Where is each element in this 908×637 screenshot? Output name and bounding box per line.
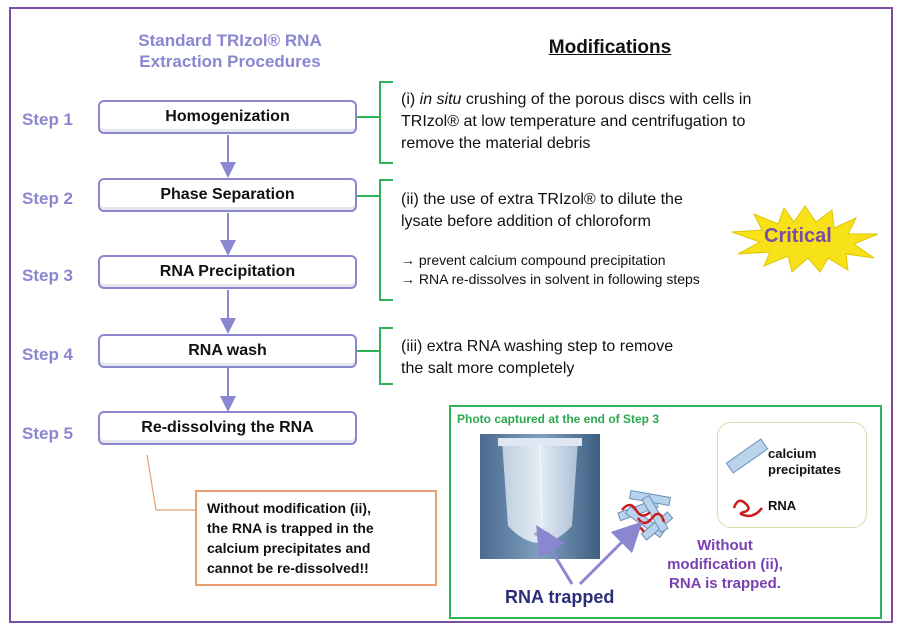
bracket-step2-3 [379,179,393,301]
step-3-box: RNA Precipitation [98,255,357,289]
rna-icon [732,499,763,518]
mod1-line2: TRIzol® at low temperature and centrifug… [401,113,746,130]
legend-calcium-label: calcium precipitates [768,446,841,478]
mod1-line1-rest: crushing of the porous discs with cells … [461,91,752,108]
modification-2-bullets: → prevent calcium compound precipitation… [401,251,821,289]
critical-starburst [731,205,879,273]
note-line-3: calcium precipitates and [207,540,371,556]
note-pointer [146,454,195,511]
without-line-1: Without [697,537,753,554]
legend-calcium-line-2: precipitates [768,462,841,477]
calcium-precipitate-icon [725,438,769,474]
bracket-step4 [379,327,393,385]
photo-caption: Photo captured at the end of Step 3 [457,412,660,426]
step-5-label: Step 5 [22,424,74,443]
rna-trapped-label: RNA trapped [505,587,615,607]
mod2-bullet2: → RNA re-dissolves in solvent in followi… [401,271,700,287]
step-4-box: RNA wash [98,334,357,368]
left-title: Standard TRIzol® RNA Extraction Procedur… [95,30,365,72]
precipitate-cluster [617,490,674,541]
warning-note: Without modification (ii), the RNA is tr… [195,490,437,586]
critical-label: Critical [764,225,832,247]
left-title-line-1: Standard TRIzol® RNA [138,31,322,50]
without-line-2: modification (ii), [667,556,783,573]
mod1-prefix: (i) [401,91,420,108]
bracket-step1 [379,81,393,164]
modifications-title: Modifications [548,37,672,58]
modification-1: (i) in situ crushing of the porous discs… [401,89,861,155]
legend-calcium-line-1: calcium [768,446,817,461]
legend-box [717,422,867,528]
note-line-1: Without modification (ii), [207,500,371,516]
mod3-line2: the salt more completely [401,360,575,377]
mod1-italic: in situ [419,91,462,108]
step-2-label: Step 2 [22,189,74,208]
step-5-box: Re-dissolving the RNA [98,411,357,445]
step-2-box: Phase Separation [98,178,357,212]
mod2-bullet1: → prevent calcium compound precipitation [401,252,666,268]
mod1-line3: remove the material debris [401,135,591,152]
step-4-label: Step 4 [22,345,74,364]
step-1-label: Step 1 [22,110,74,129]
left-title-line-2: Extraction Procedures [139,52,321,71]
mod3-line1: (iii) extra RNA washing step to remove [401,338,674,355]
note-line-2: the RNA is trapped in the [207,520,374,536]
step-1-box: Homogenization [98,100,357,134]
without-modification-text: Without modification (ii), RNA is trappe… [655,536,795,593]
modification-2: (ii) the use of extra TRIzol® to dilute … [401,189,801,233]
note-line-4: cannot be re-dissolved!! [207,560,369,576]
step-3-label: Step 3 [22,266,74,285]
mod2-line1: (ii) the use of extra TRIzol® to dilute … [401,191,683,208]
photo-panel [449,405,882,619]
mod2-line2: lysate before addition of chloroform [401,213,651,230]
without-line-3: RNA is trapped. [669,575,781,592]
legend-rna-label: RNA [768,498,797,513]
figure-frame [9,7,893,623]
modification-3: (iii) extra RNA washing step to remove t… [401,336,801,380]
